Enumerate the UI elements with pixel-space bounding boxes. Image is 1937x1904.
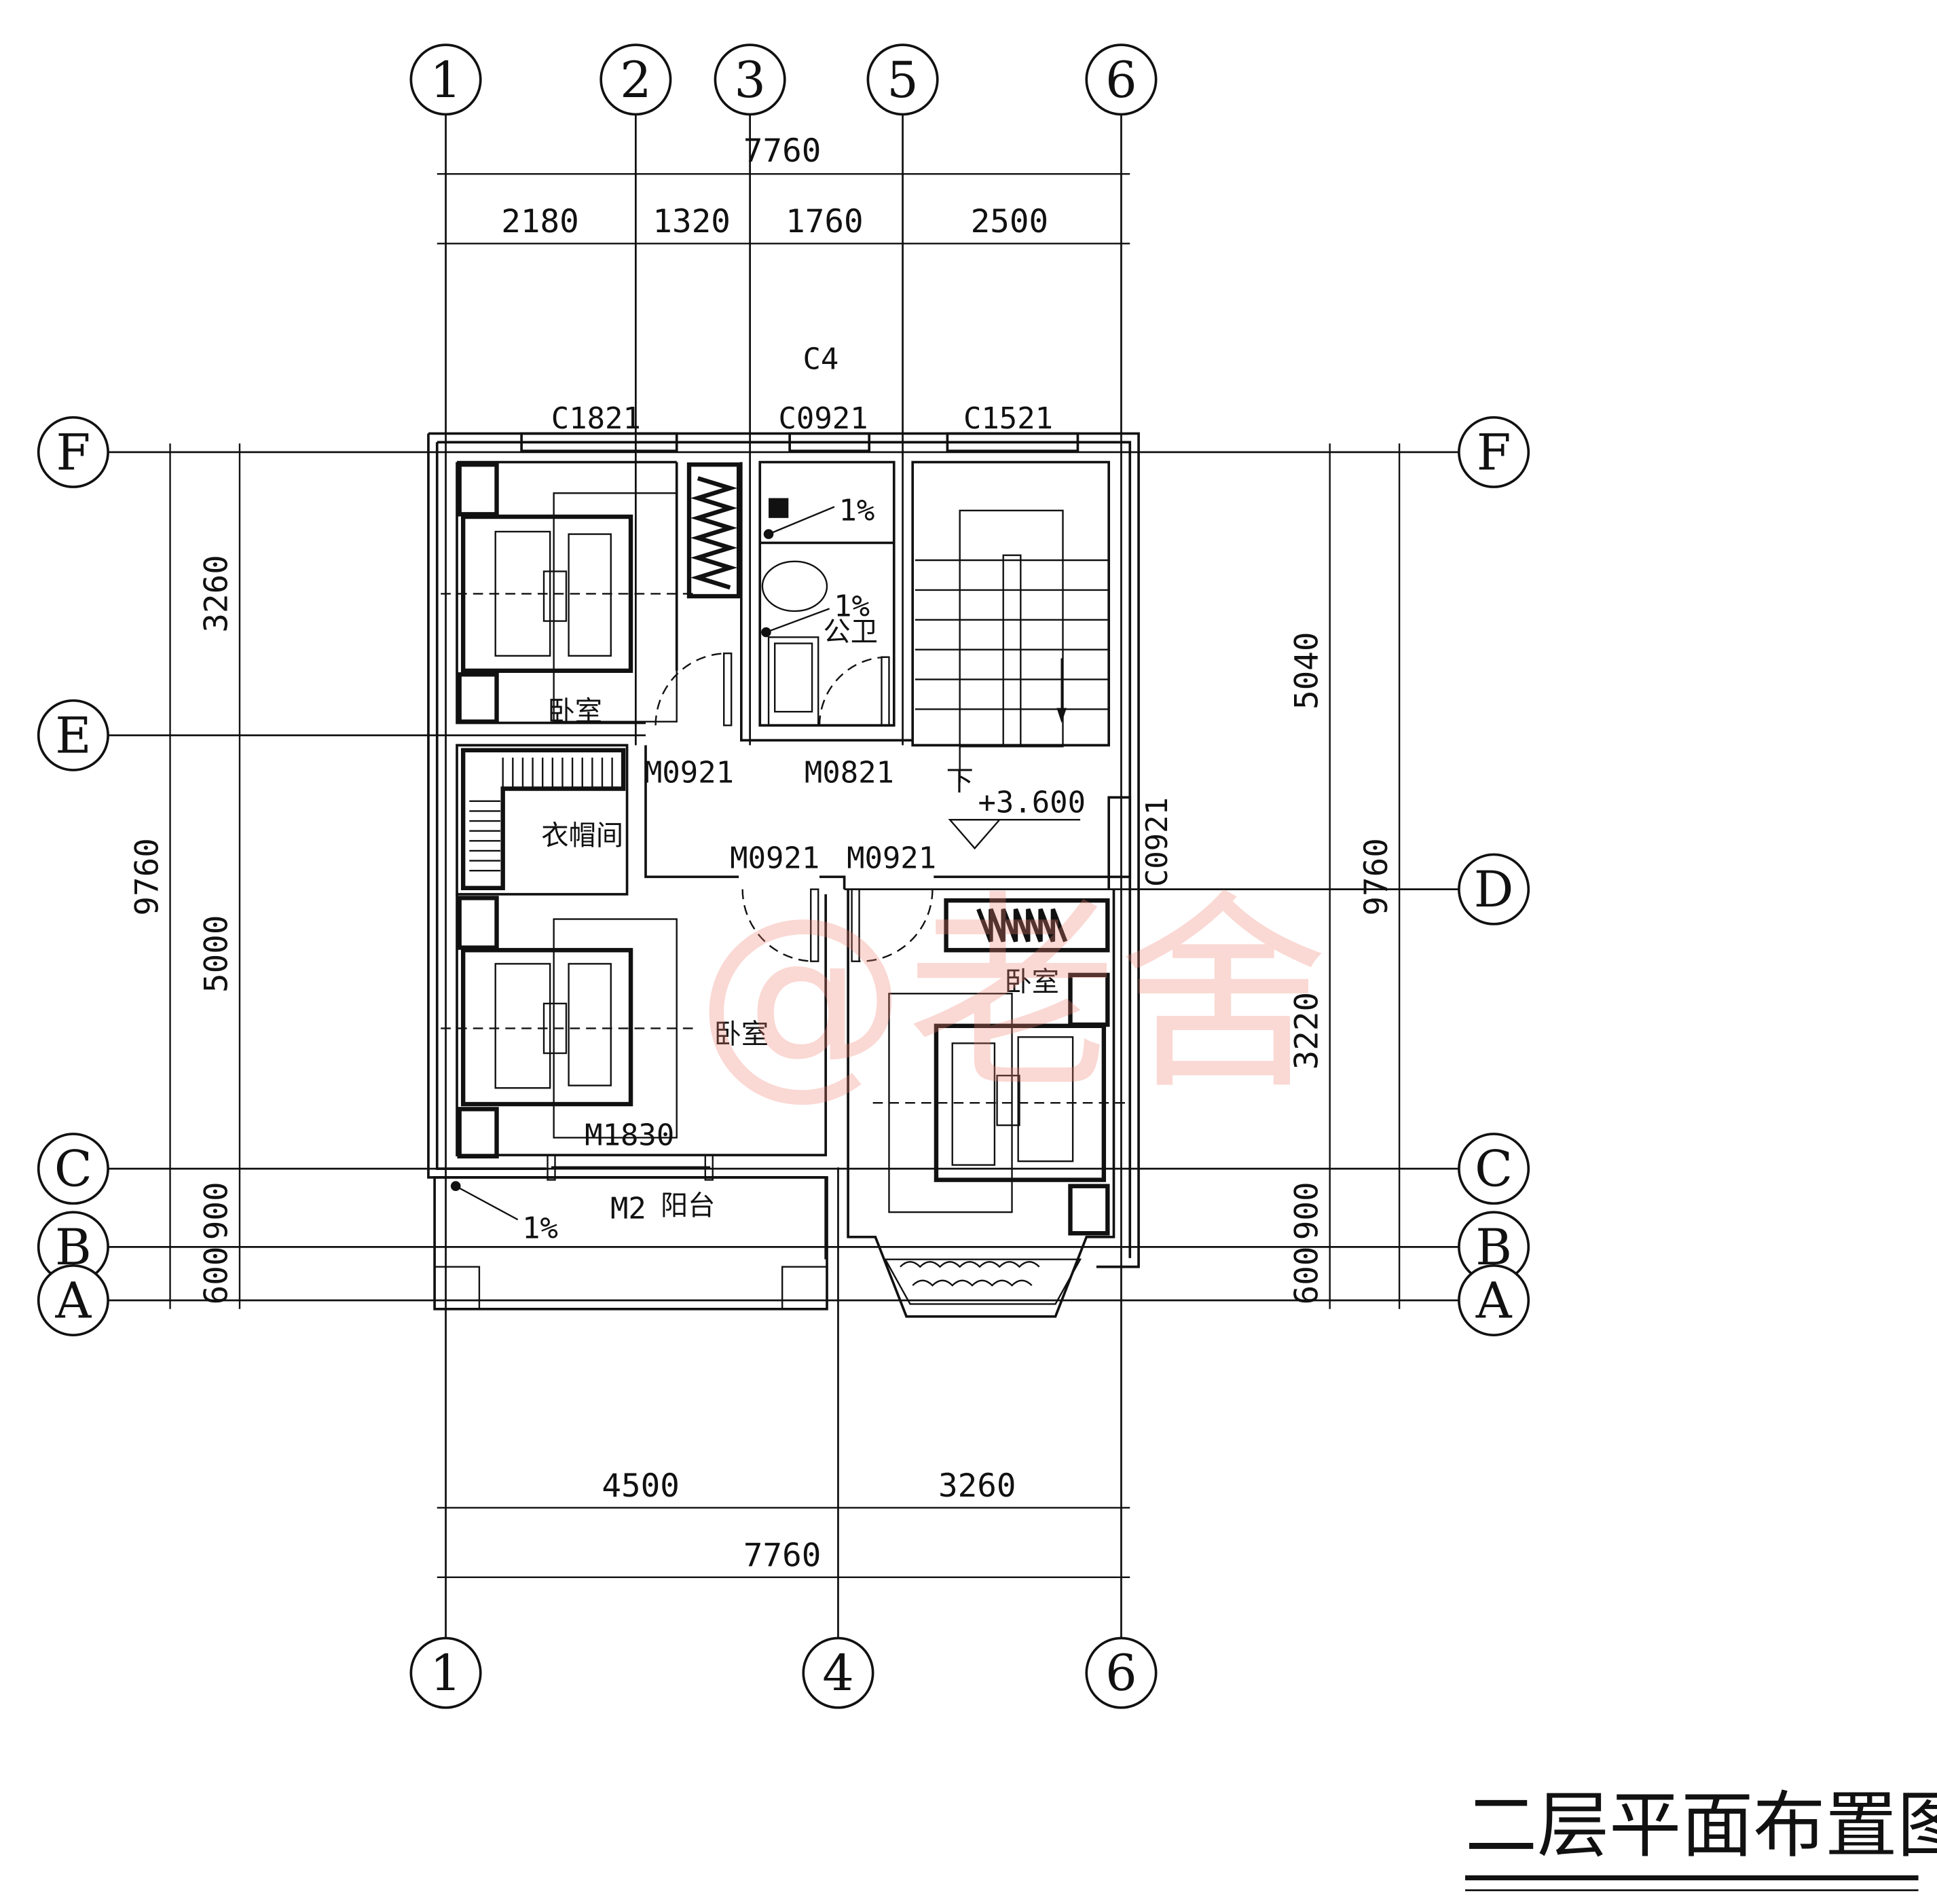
closet-shelves — [460, 748, 626, 891]
axis-F-left: F — [37, 416, 109, 488]
stair-down-label: 下 — [946, 765, 974, 797]
window-c0921-label: C0921 — [778, 401, 868, 436]
axis-A-left: A — [37, 1264, 109, 1337]
axis-6-bottom: 6 — [1085, 1636, 1158, 1709]
axis-5-top: 5 — [866, 43, 939, 116]
room-label: 卧室 — [714, 1019, 769, 1050]
room-label: 卧室 — [548, 696, 602, 727]
elevation-label: +3.600 — [978, 785, 1086, 820]
axis-F-right: F — [1458, 416, 1530, 488]
svg-text:D: D — [1474, 861, 1514, 919]
slope-label: 1% — [522, 1211, 558, 1246]
axis-6-top: 6 — [1085, 43, 1158, 116]
axis-4-bottom: 4 — [802, 1636, 874, 1709]
axis-C-right: C — [1458, 1133, 1530, 1205]
door-m1830-label: M1830 — [585, 1118, 674, 1152]
room-label: 阳台 — [661, 1190, 715, 1222]
slope-label: 1% — [834, 589, 870, 623]
svg-text:6: 6 — [1105, 1645, 1137, 1702]
bay-window-planter — [883, 1258, 1082, 1305]
dim-right-total: 9760 — [1358, 838, 1395, 916]
axis-bubbles-left: F E C B A — [37, 416, 109, 1337]
bed-se — [872, 898, 1128, 1236]
dim-top-3: 1760 — [786, 203, 864, 240]
stair-arrow-icon — [1056, 708, 1067, 723]
dimension-lines — [169, 173, 1401, 1579]
room-label: 公卫 — [824, 617, 878, 648]
dim-top-4: 2500 — [971, 203, 1049, 240]
door-m0921-label: M0921 — [847, 841, 936, 876]
svg-text:1: 1 — [430, 52, 462, 109]
dim-bottom-total: 7760 — [743, 1537, 822, 1574]
axis-E-left: E — [37, 699, 109, 771]
axis-C-left: C — [37, 1133, 109, 1205]
door-m0921-label: M0921 — [730, 841, 819, 876]
svg-text:F: F — [56, 424, 91, 481]
svg-text:A: A — [1475, 1273, 1513, 1330]
window-c0921-east-label: C0921 — [1140, 797, 1175, 887]
drawing-title: 二层平面布置图 — [1465, 1784, 1937, 1868]
svg-text:1: 1 — [430, 1645, 462, 1702]
elevation-marker — [948, 819, 1081, 850]
room-label: 卧室 — [1005, 967, 1059, 998]
svg-text:5: 5 — [887, 52, 919, 109]
dim-top-1: 2180 — [501, 203, 579, 240]
slope-arrows — [450, 506, 835, 1221]
svg-text:6: 6 — [1105, 52, 1137, 109]
dim-right-3: 900 — [1288, 1182, 1325, 1240]
dim-right-1: 5040 — [1288, 632, 1325, 710]
axis-bubbles-bottom: 1 4 6 — [409, 1636, 1158, 1709]
axis-2-top: 2 — [599, 43, 672, 116]
svg-text:4: 4 — [822, 1645, 854, 1702]
dim-left-total: 9760 — [128, 838, 166, 916]
svg-text:C: C — [1475, 1141, 1513, 1198]
dim-left-4: 600 — [198, 1246, 236, 1304]
dim-right-4: 600 — [1288, 1246, 1325, 1304]
door-m0921-label: M0921 — [644, 755, 734, 790]
dim-left-3: 900 — [198, 1182, 236, 1240]
window-c1821-label: C1821 — [551, 401, 641, 436]
axis-D-right: D — [1458, 853, 1530, 926]
watermark: @老舍 — [695, 873, 1329, 1118]
svg-text:F: F — [1477, 424, 1511, 481]
staircase — [915, 509, 1109, 783]
bathroom-fixtures — [760, 498, 894, 727]
dim-bottom-2: 3260 — [938, 1467, 1016, 1505]
slope-label: 1% — [838, 493, 874, 528]
door-swings — [547, 652, 934, 1181]
svg-text:2: 2 — [620, 52, 652, 109]
door-m2-label: M2 — [610, 1191, 646, 1226]
svg-text:C: C — [54, 1141, 92, 1198]
bed-nw — [441, 462, 696, 724]
bed-sw — [441, 896, 696, 1159]
axis-bubbles-right: F D C B A — [1458, 416, 1530, 1337]
axis-3-top: 3 — [714, 43, 786, 116]
svg-text:E: E — [55, 707, 91, 765]
svg-text:3: 3 — [734, 52, 766, 109]
dim-top-total: 7760 — [743, 132, 822, 170]
room-label: 衣帽间 — [541, 820, 623, 852]
dim-right-2: 3220 — [1288, 992, 1325, 1070]
window-c1521-label: C1521 — [963, 401, 1053, 436]
dim-left-1: 3260 — [198, 555, 236, 633]
dim-top-2: 1320 — [652, 203, 731, 240]
axis-bubbles-top: 1 2 3 5 6 — [409, 43, 1158, 116]
axis-A-right: A — [1458, 1264, 1530, 1337]
dim-bottom-1: 4500 — [602, 1467, 680, 1505]
dim-left-2: 5000 — [198, 915, 236, 993]
svg-text:A: A — [54, 1273, 92, 1330]
door-m0821-label: M0821 — [805, 755, 894, 790]
shower-drain-icon — [769, 498, 789, 518]
wardrobe-nw — [686, 462, 741, 599]
axis-1-top: 1 — [409, 43, 482, 116]
axis-1-bottom: 1 — [409, 1636, 482, 1709]
window-c4-label: C4 — [803, 342, 838, 376]
